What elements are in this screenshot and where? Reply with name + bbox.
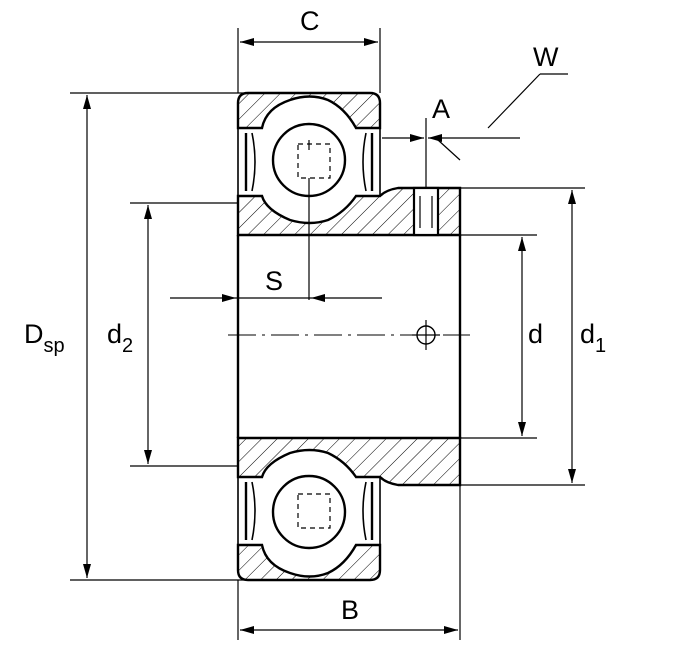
label-D-sp: Dsp — [24, 319, 65, 357]
inner-ring-top — [236, 186, 462, 237]
upper-bearing-half — [236, 91, 462, 237]
set-screw-top — [412, 186, 440, 237]
label-d2: d2 — [107, 319, 133, 357]
dimension-lines — [83, 38, 576, 634]
extension-lines — [70, 28, 585, 640]
outer-ring-bottom — [236, 543, 382, 582]
label-A: A — [432, 94, 450, 124]
inner-ring-bottom — [236, 436, 462, 487]
label-S: S — [265, 266, 283, 296]
label-W: W — [533, 42, 559, 72]
label-d1: d1 — [580, 319, 606, 357]
outer-ring-top — [236, 91, 382, 130]
lower-bearing-half — [236, 436, 462, 582]
label-d: d — [528, 319, 543, 349]
label-C: C — [300, 6, 320, 36]
label-B: B — [341, 595, 359, 625]
ball-bottom — [271, 474, 347, 550]
